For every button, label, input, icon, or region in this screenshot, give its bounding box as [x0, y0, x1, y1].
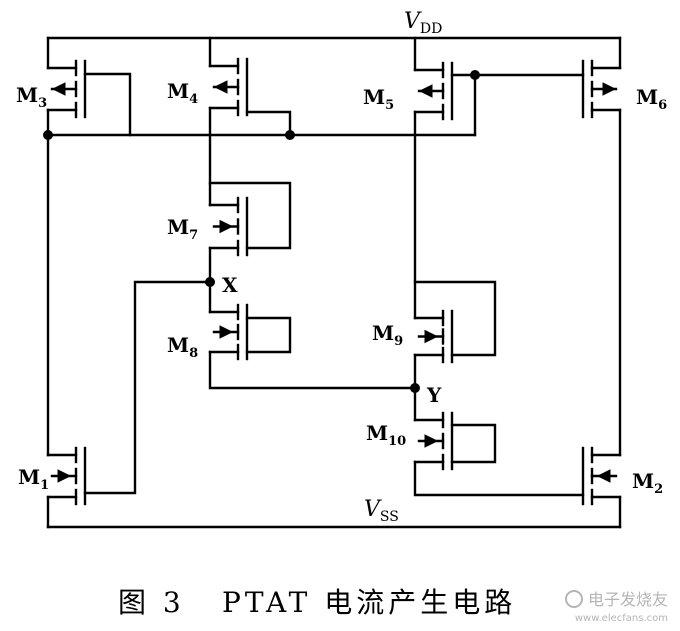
- m4-gate-wire: [245, 110, 292, 137]
- transistor-m10: [413, 411, 454, 471]
- m8-gate-wire: [245, 316, 292, 354]
- m9-gate-wire: [413, 280, 497, 357]
- vdd-subscript: DD: [420, 21, 442, 37]
- labels: VDD VSS M1 M2 M3 M4 M5 M6 M7 M8 M9 M10 X…: [16, 9, 667, 619]
- transistor-m4: [208, 57, 249, 117]
- caption-title: PTAT 电流产生电路: [222, 586, 516, 619]
- label-m10: M10: [366, 421, 406, 449]
- transistor-m3: [46, 59, 87, 119]
- label-m6-index: 6: [658, 98, 667, 113]
- label-m10-index: 10: [388, 434, 406, 449]
- label-m4: M4: [167, 79, 198, 107]
- label-m1: M1: [18, 465, 49, 493]
- circuit: [43, 36, 622, 529]
- m2-gate-wire: [413, 460, 585, 497]
- body-arrow-icon: [57, 469, 72, 483]
- junction-dot: [285, 130, 295, 140]
- node-x-label: X: [222, 273, 238, 297]
- watermark-url: www.elecfans.com: [575, 613, 668, 624]
- label-m3-prefix: M: [16, 83, 38, 107]
- body-arrow-icon: [602, 82, 617, 96]
- body-arrow-icon: [219, 219, 234, 234]
- m7-gate-wire: [208, 181, 292, 250]
- node-y-dot: [410, 383, 420, 393]
- label-m5-index: 5: [385, 98, 394, 113]
- watermark-logo-icon: [565, 590, 583, 608]
- vdd-label: VDD: [404, 9, 442, 37]
- m1-gate-wire: [83, 280, 212, 495]
- wire: [208, 350, 417, 390]
- vss-subscript: SS: [380, 509, 399, 525]
- junction-dot: [43, 130, 53, 140]
- label-m7: M7: [167, 215, 198, 243]
- label-m8: M8: [167, 333, 198, 361]
- body-arrow-icon: [596, 469, 611, 483]
- label-m5: M5: [363, 85, 394, 113]
- m10-gate-wire: [450, 423, 497, 464]
- body-arrow-icon: [213, 80, 228, 94]
- label-m1-prefix: M: [18, 465, 40, 489]
- label-m4-index: 4: [189, 92, 198, 107]
- junction-dot: [470, 70, 480, 80]
- label-m6-prefix: M: [636, 85, 658, 109]
- label-m5-prefix: M: [363, 85, 385, 109]
- label-m8-index: 8: [189, 346, 198, 361]
- node-y-label: Y: [426, 383, 442, 407]
- transistor-m8: [208, 303, 249, 361]
- transistor-m6: [581, 59, 622, 119]
- caption-figure-number: 图 3: [118, 586, 185, 619]
- label-m1-index: 1: [40, 478, 49, 493]
- vss-label: VSS: [364, 497, 399, 525]
- label-m7-index: 7: [189, 228, 198, 243]
- m3-gate-wire: [83, 72, 132, 137]
- label-m8-prefix: M: [167, 333, 189, 357]
- body-arrow-icon: [418, 84, 433, 98]
- vss-symbol: V: [364, 497, 382, 522]
- body-arrow-icon: [424, 434, 439, 448]
- body-arrow-icon: [219, 325, 234, 339]
- label-m2-index: 2: [654, 482, 663, 497]
- label-m2-prefix: M: [632, 469, 654, 493]
- label-m9-index: 9: [394, 334, 403, 349]
- body-arrow-icon: [51, 82, 66, 96]
- label-m2: M2: [632, 469, 663, 497]
- transistor-m1: [46, 446, 87, 506]
- watermark: 电子发烧友 www.elecfans.com: [565, 590, 668, 624]
- transistor-m5: [413, 61, 454, 121]
- label-m3-index: 3: [38, 96, 47, 111]
- watermark-logo-text: 电子发烧友: [588, 590, 668, 609]
- label-m4-prefix: M: [167, 79, 189, 103]
- transistor-m9: [413, 309, 454, 364]
- transistor-m2: [581, 446, 622, 506]
- node-x-dot: [205, 277, 215, 287]
- label-m6: M6: [636, 85, 667, 113]
- label-m10-prefix: M: [366, 421, 388, 445]
- vdd-symbol: V: [404, 9, 422, 34]
- transistor-m7: [208, 196, 249, 257]
- label-m3: M3: [16, 83, 47, 111]
- label-m9-prefix: M: [372, 321, 394, 345]
- label-m7-prefix: M: [167, 215, 189, 239]
- body-arrow-icon: [424, 329, 439, 344]
- label-m9: M9: [372, 321, 403, 349]
